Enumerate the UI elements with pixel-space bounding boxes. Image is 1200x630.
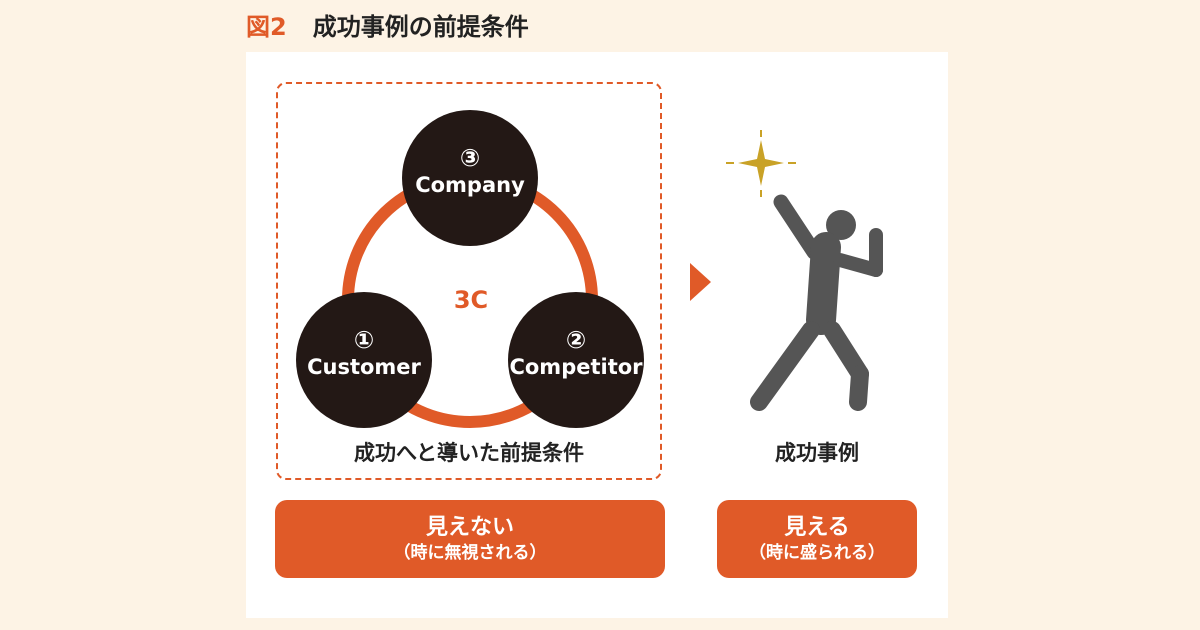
diagram-graphics [296,110,883,428]
invisible-pill: 見えない （時に無視される） [275,500,665,578]
premise-caption: 成功へと導いた前提条件 [354,441,584,465]
invisible-pill-main: 見えない [425,514,514,540]
sparkle-icon [726,130,796,197]
competitor-circle [508,292,644,428]
figure-heading: 図2 成功事例の前提条件 [246,6,529,42]
celebrating-person-icon [750,194,883,411]
invisible-pill-sub: （時に無視される） [393,543,547,564]
visible-pill-sub: （時に盛られる） [749,543,885,564]
competitor-name: Competitor [509,354,643,379]
competitor-number: ② [565,326,587,354]
company-label: ③ Company [395,144,545,198]
company-circle [402,110,538,246]
3c-center-label: 3C [453,286,489,314]
visible-pill-main: 見える [784,514,850,540]
customer-name: Customer [307,354,421,379]
customer-number: ① [353,326,375,354]
triangle-arrow-right-icon [690,263,711,301]
competitor-label: ② Competitor [501,326,651,380]
diagram-panel: ③ Company ① Customer ② Competitor 3C 成功へ… [246,52,948,618]
visible-pill: 見える （時に盛られる） [717,500,917,578]
success-case-caption: 成功事例 [775,441,859,465]
company-number: ③ [459,144,481,172]
figure-title: 成功事例の前提条件 [312,12,529,41]
customer-label: ① Customer [289,326,439,380]
figure-number: 図2 [246,12,287,41]
company-name: Company [415,172,525,197]
premise-dashed-box [276,82,662,480]
customer-circle [296,292,432,428]
